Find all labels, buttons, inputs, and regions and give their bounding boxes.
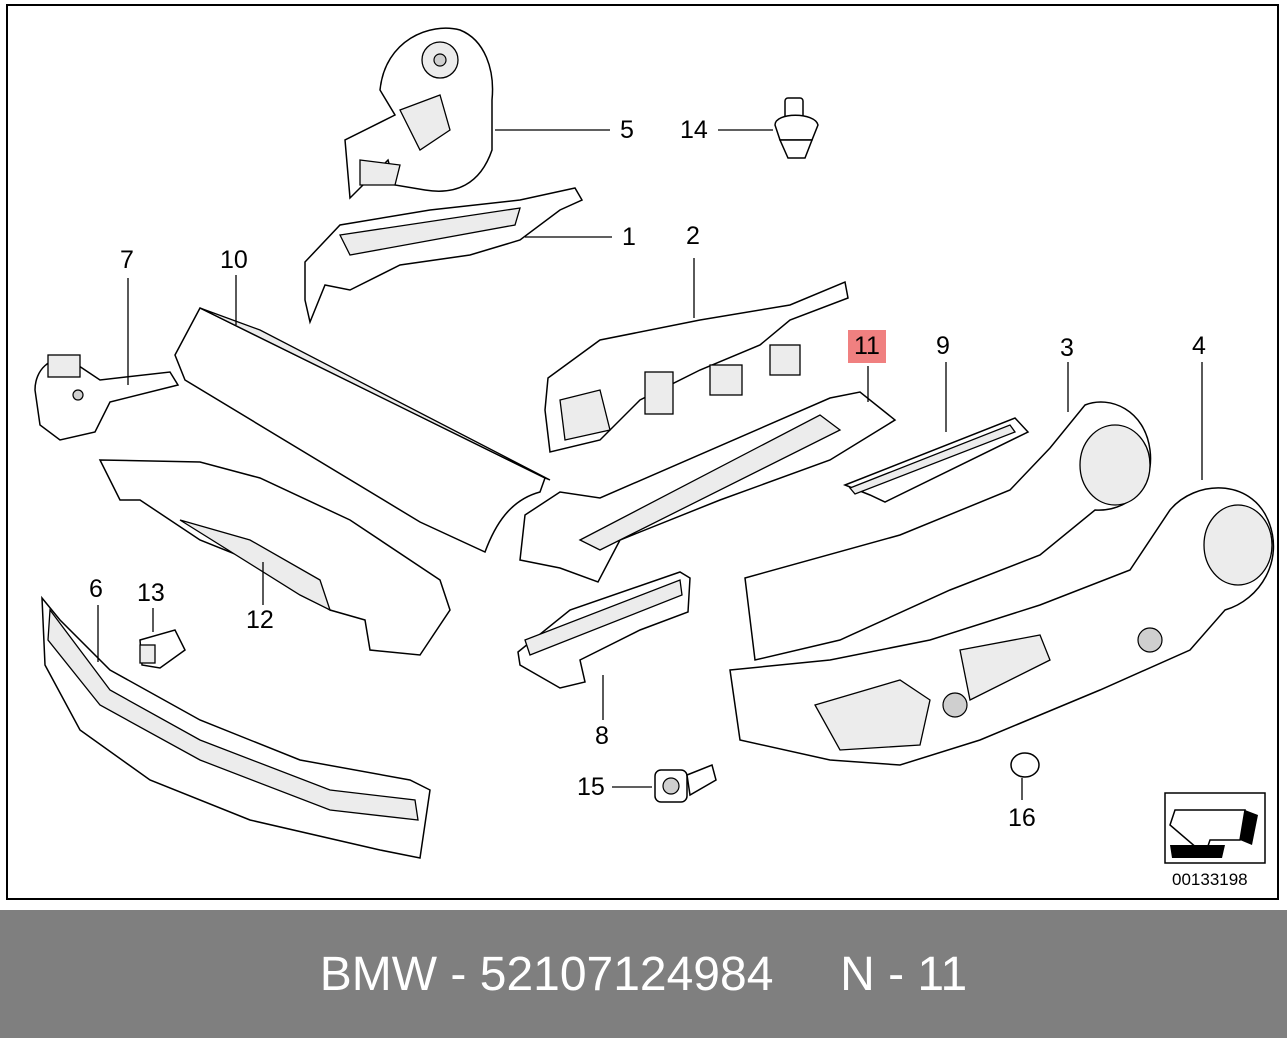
callout-14: 14 [680, 116, 708, 144]
callout-1: 1 [622, 223, 636, 251]
callout-9: 9 [936, 332, 950, 360]
footer-bar: BMW - 52107124984 N - 11 [0, 910, 1287, 1038]
callout-2: 2 [686, 222, 700, 250]
callout-4: 4 [1192, 332, 1206, 360]
part-number-caption: BMW - 52107124984 N - 11 [319, 947, 968, 1001]
part-13-small-clip [139, 629, 186, 669]
part-12-lower-trim [98, 459, 451, 656]
diagram-number: 00133198 [1172, 870, 1248, 889]
parts-diagram [34, 27, 1275, 864]
callout-7: 7 [120, 246, 134, 274]
part-5-recliner-bracket [344, 27, 494, 200]
part-1-rail-bracket [304, 187, 584, 325]
part-8-bracket [517, 571, 691, 689]
orientation-arrow-icon [1164, 792, 1266, 864]
callout-13: 13 [137, 579, 165, 607]
part-3-inner-cover [744, 401, 1152, 661]
part-9-strip [842, 417, 1030, 503]
callout-6: 6 [89, 575, 103, 603]
callout-11-highlighted: 11 [848, 330, 886, 363]
callout-5: 5 [620, 116, 634, 144]
callout-10: 10 [220, 246, 248, 274]
part-4-outer-cover [729, 487, 1275, 766]
callout-15: 15 [577, 773, 605, 801]
part-10-long-cover [174, 307, 551, 554]
part-11-trim [519, 391, 897, 583]
callout-12: 12 [246, 606, 274, 634]
part-6-front-trim [41, 595, 431, 859]
part-15-screw [654, 763, 717, 803]
callout-8: 8 [595, 722, 609, 750]
part-16-cap [1010, 752, 1040, 778]
callout-16: 16 [1008, 804, 1036, 832]
part-2-frame-bracket [544, 280, 849, 453]
part-7-clip [34, 354, 180, 441]
part-14-expanding-rivet [774, 97, 819, 159]
callout-3: 3 [1060, 334, 1074, 362]
